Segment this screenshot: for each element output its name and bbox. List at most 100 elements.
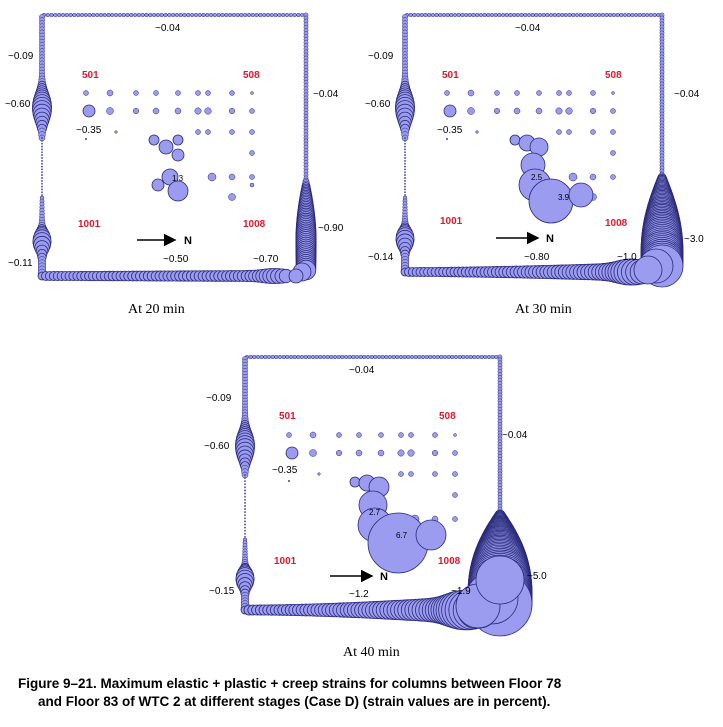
column-bubble (41, 174, 43, 177)
column-bubble (41, 171, 43, 174)
column-bubble (479, 354, 484, 360)
column-bubbles (235, 354, 533, 637)
column-bubble (574, 12, 580, 18)
column-bubble (250, 91, 254, 95)
column-bubble (590, 90, 596, 96)
column-bubble (416, 12, 421, 18)
label-inner-left: ~0.35 (437, 125, 463, 136)
column-bubble (460, 12, 465, 18)
column-bubble (622, 12, 628, 18)
column-bubble (136, 12, 141, 18)
column-bubble (190, 12, 195, 18)
column-bubble (593, 12, 598, 18)
column-bubble (589, 107, 597, 115)
column-bubble (209, 12, 214, 18)
column-bubble (286, 432, 292, 438)
column-bubble (461, 354, 466, 360)
label-upper-left: ~0.09 (206, 393, 232, 404)
column-bubble (537, 12, 543, 18)
column-bubble (439, 354, 444, 360)
column-bubble (376, 354, 382, 360)
column-bubble (204, 107, 212, 115)
column-bubble (229, 90, 235, 96)
column-bubble (486, 354, 492, 360)
column-bubble (325, 354, 330, 360)
column-bubble (244, 517, 246, 520)
column-bubble (423, 12, 428, 18)
column-bubble (534, 12, 539, 18)
column-bubble (284, 12, 290, 18)
column-bubble (194, 107, 202, 115)
column-bubble (249, 108, 255, 114)
column-bubble (408, 471, 414, 477)
column-bubble (354, 354, 360, 360)
column-bubble (565, 107, 573, 115)
label-inner-left: ~0.35 (76, 125, 102, 136)
column-bubble (41, 182, 43, 185)
column-bubble (152, 107, 160, 115)
column-bubble (244, 480, 246, 483)
column-bubble (287, 479, 291, 483)
column-bubble (87, 12, 92, 18)
column-bubble (619, 12, 624, 18)
column-bubble (444, 90, 450, 96)
column-bubble (41, 188, 43, 191)
column-bubble (615, 12, 620, 18)
column-bubble (630, 12, 635, 18)
column-bubble (82, 104, 96, 118)
column-bubble (231, 12, 236, 18)
column-bubble (475, 354, 481, 360)
column-bubble (404, 171, 406, 174)
column-bubble (84, 137, 88, 141)
column-bubble (349, 476, 361, 488)
column-bubble (178, 12, 183, 18)
column-bubble (578, 12, 583, 18)
column-bubble (347, 354, 352, 360)
column-bubble (442, 354, 448, 360)
column-bubble (106, 12, 111, 18)
column-bubble (515, 12, 520, 18)
column-bubble (244, 526, 246, 529)
column-bubble (560, 12, 565, 18)
column-bubble (452, 471, 458, 477)
column-bubble (590, 129, 596, 135)
marker-501: 501 (442, 70, 459, 81)
column-bubble (431, 354, 437, 360)
column-bubble (478, 12, 483, 18)
north-label: N (184, 235, 192, 247)
column-bubble (404, 185, 406, 188)
column-bubble (452, 450, 458, 456)
label-right-peak: ~5.0 (527, 571, 547, 582)
column-bubble (501, 12, 506, 18)
column-bubble (514, 90, 520, 96)
column-bubble (335, 449, 343, 457)
column-bubble (497, 12, 502, 18)
column-bubble (464, 354, 470, 360)
column-bubble (53, 12, 58, 18)
column-bubble (441, 12, 447, 18)
column-bubble (303, 354, 308, 360)
column-bubble (508, 12, 513, 18)
column-bubble (432, 432, 438, 438)
column-bubble (281, 12, 286, 18)
column-bubble (450, 354, 455, 360)
marker-1008: 1008 (605, 218, 628, 229)
bubble-value-2: 6.7 (396, 531, 408, 540)
column-bubble (582, 12, 587, 18)
column-bubble (244, 511, 246, 514)
column-bubble (244, 523, 246, 526)
column-bubble (41, 159, 43, 162)
label-upper-right: ~0.04 (313, 89, 339, 100)
column-bubble (504, 12, 509, 18)
column-bubble (285, 446, 299, 460)
column-bubble (239, 12, 244, 18)
marker-501: 501 (279, 411, 296, 422)
column-bubble (243, 12, 248, 18)
column-bubble (586, 12, 591, 18)
marker-1008: 1008 (438, 556, 461, 567)
column-bubble (224, 12, 229, 18)
column-bubble (244, 483, 246, 486)
column-bubble (163, 12, 168, 18)
label-top: ~0.04 (349, 365, 375, 376)
column-bubble (332, 354, 338, 360)
